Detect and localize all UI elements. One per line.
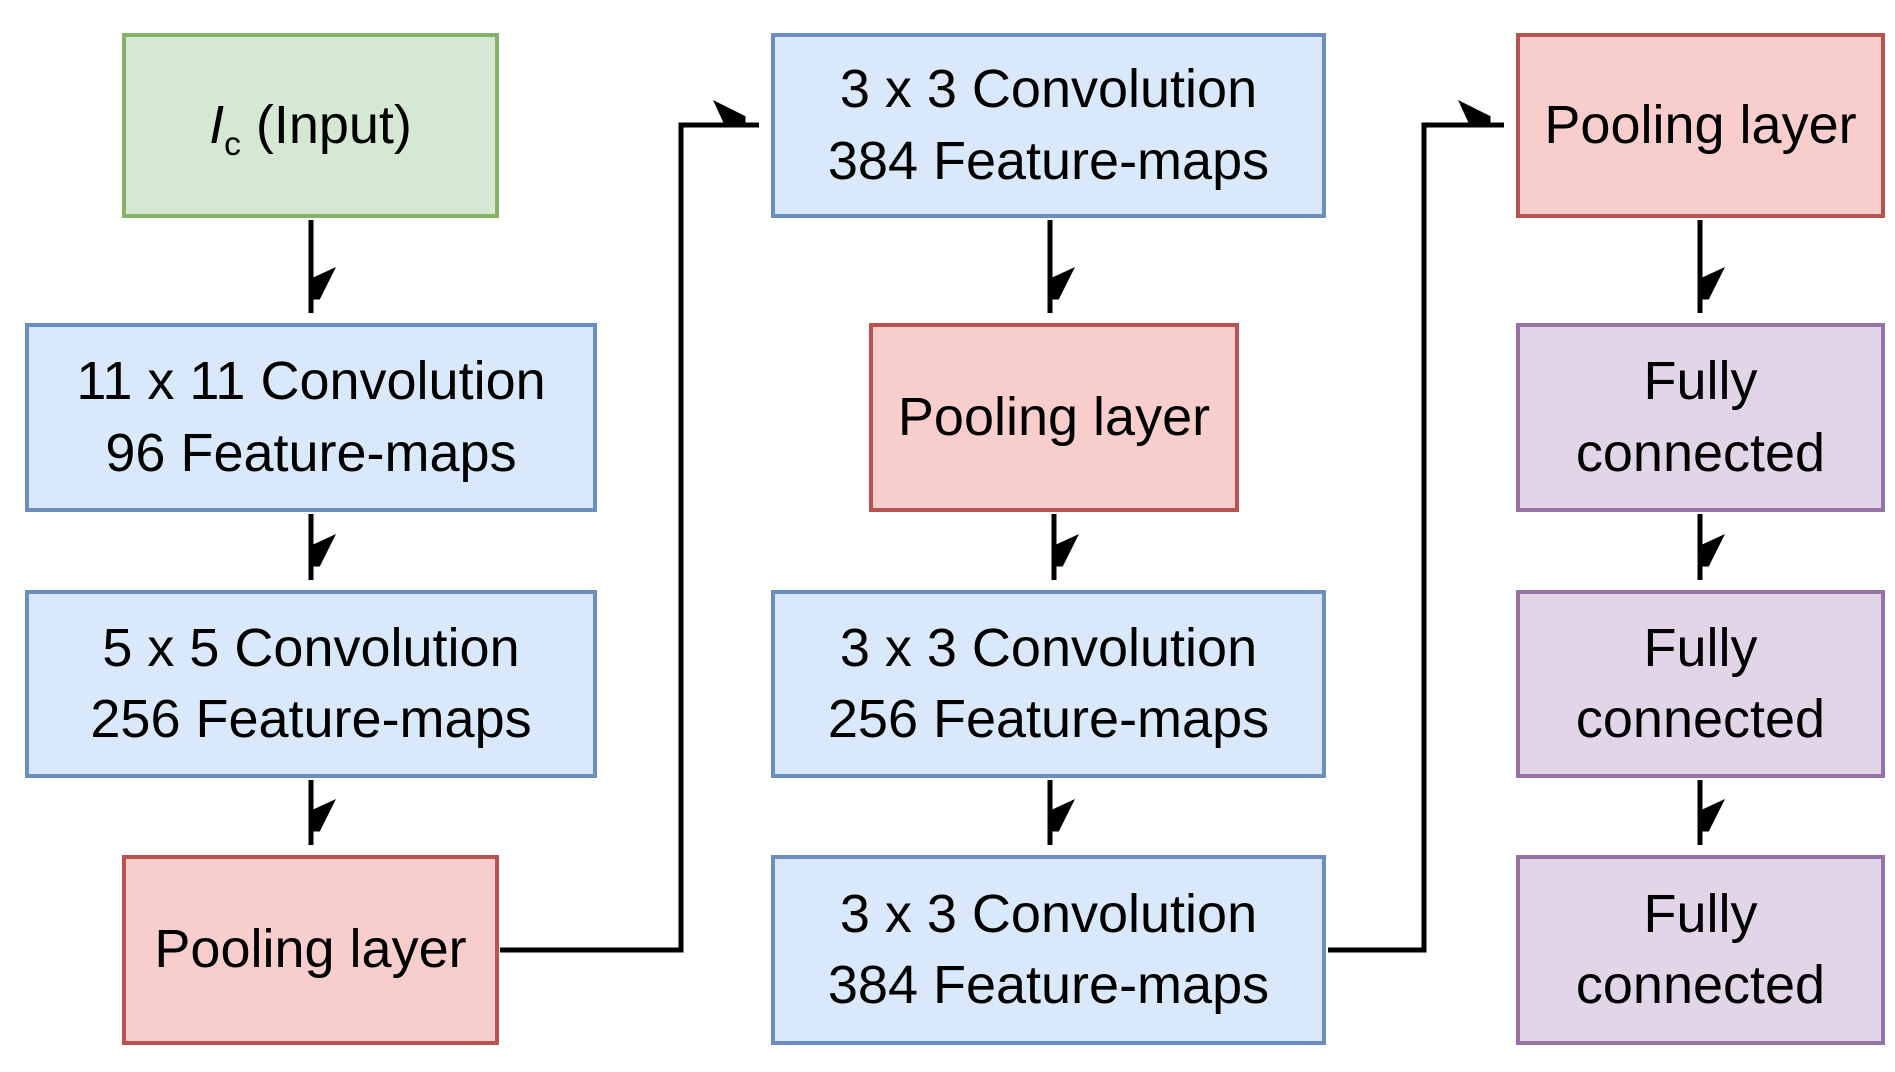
edge-pool1-conv3 [500,125,759,953]
input-subscript: c [224,125,241,163]
node-label-line1: Fully [1643,351,1758,412]
node-label-line2: 384 Feature-maps [827,955,1270,1015]
node-label-line2: connected [1575,689,1826,749]
node-label-line2: connected [1575,955,1826,1015]
node-label-line1: 3 x 3 Convolution [839,59,1258,120]
node-conv-5x5: 5 x 5 Convolution 256 Feature-maps [25,590,597,778]
node-conv-11x11: 11 x 11 Convolution 96 Feature-maps [25,323,597,512]
node-fully-connected-2: Fully connected [1516,590,1885,778]
node-label-line1: 5 x 5 Convolution [102,617,520,678]
node-conv-3x3-384-a: 3 x 3 Convolution 384 Feature-maps [771,33,1326,218]
node-input: Ic (Input) [122,33,499,218]
input-suffix: (Input) [240,94,412,155]
input-symbol: I [209,94,225,155]
node-label: Pooling layer [154,919,467,980]
node-conv-3x3-384-b: 3 x 3 Convolution 384 Feature-maps [771,855,1326,1045]
edge-conv5-pool3 [1328,125,1504,953]
node-pooling-1: Pooling layer [122,855,499,1045]
node-label-line2: connected [1575,422,1826,483]
node-label-line2: 256 Feature-maps [827,689,1270,749]
node-label-line1: 3 x 3 Convolution [839,617,1258,678]
node-input-label: Ic (Input) [209,90,412,161]
node-fully-connected-1: Fully connected [1516,323,1885,512]
node-label: Pooling layer [897,386,1211,447]
node-label: Pooling layer [1544,94,1857,155]
node-label-line1: 3 x 3 Convolution [839,883,1258,944]
node-label-line2: 384 Feature-maps [827,130,1270,191]
node-pooling-3: Pooling layer [1516,33,1885,218]
node-fully-connected-3: Fully connected [1516,855,1885,1045]
node-label-line1: Fully [1643,617,1758,678]
node-label-line2: 256 Feature-maps [90,689,532,749]
node-label-line1: 11 x 11 Convolution [76,351,546,412]
node-label-line1: Fully [1643,883,1758,944]
node-conv-3x3-256: 3 x 3 Convolution 256 Feature-maps [771,590,1326,778]
node-pooling-2: Pooling layer [869,323,1239,512]
node-label-line2: 96 Feature-maps [105,422,517,483]
